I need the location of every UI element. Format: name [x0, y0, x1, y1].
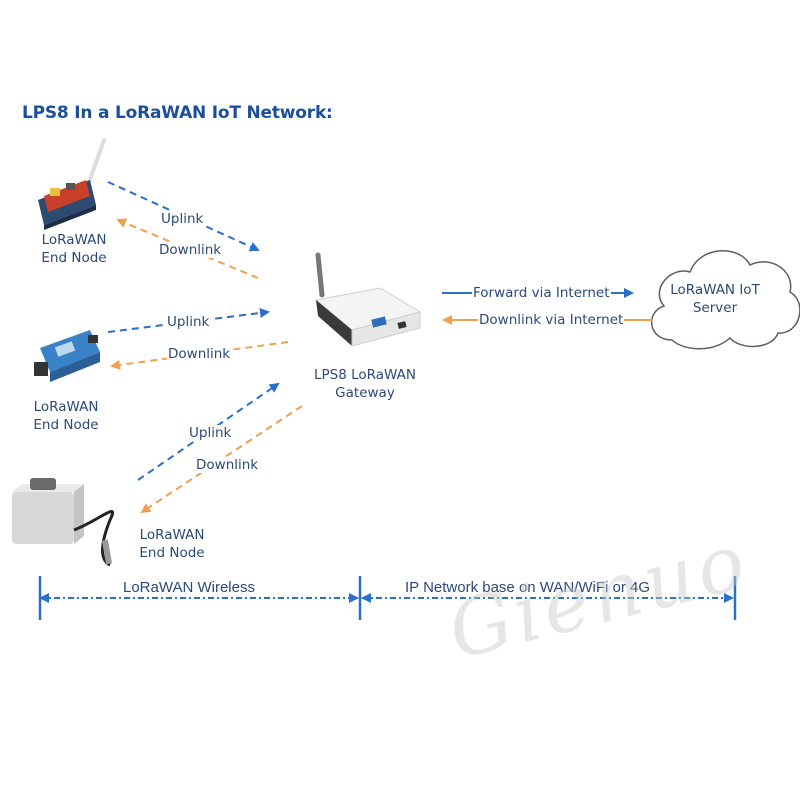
end-node-2-label: LoRaWAN End Node	[33, 399, 99, 433]
end-node-1-label: LoRaWAN End Node	[41, 232, 107, 266]
end-node-2-image	[34, 330, 100, 382]
diagram-title: LPS8 In a LoRaWAN IoT Network:	[22, 103, 333, 123]
server-cloud-image	[650, 250, 800, 350]
ip-span-label: IP Network base on WAN/WiFi or 4G	[402, 579, 654, 596]
wireless-span-label: LoRaWAN Wireless	[120, 579, 258, 596]
end-node-1-image	[38, 138, 106, 230]
downlink-label-1: Downlink	[158, 242, 223, 258]
gateway-image	[314, 252, 422, 347]
uplink-label-2: Uplink	[166, 314, 211, 330]
end-node-3-label: LoRaWAN End Node	[139, 527, 205, 561]
uplink-arrow-1	[107, 181, 260, 252]
uplink-arrow-2	[107, 308, 270, 333]
downlink-arrow-3	[140, 405, 303, 514]
uplink-label-3: Uplink	[188, 425, 233, 441]
server-label: LoRaWAN IoT Server	[670, 282, 760, 316]
downlink-label-2: Downlink	[167, 346, 232, 362]
downlink-internet-label: Downlink via Internet	[478, 312, 625, 328]
uplink-label-1: Uplink	[160, 211, 205, 227]
forward-label: Forward via Internet	[472, 285, 611, 301]
end-node-3-image	[12, 478, 114, 567]
gateway-label: LPS8 LoRaWAN Gateway	[314, 367, 416, 401]
downlink-label-3: Downlink	[195, 457, 260, 473]
